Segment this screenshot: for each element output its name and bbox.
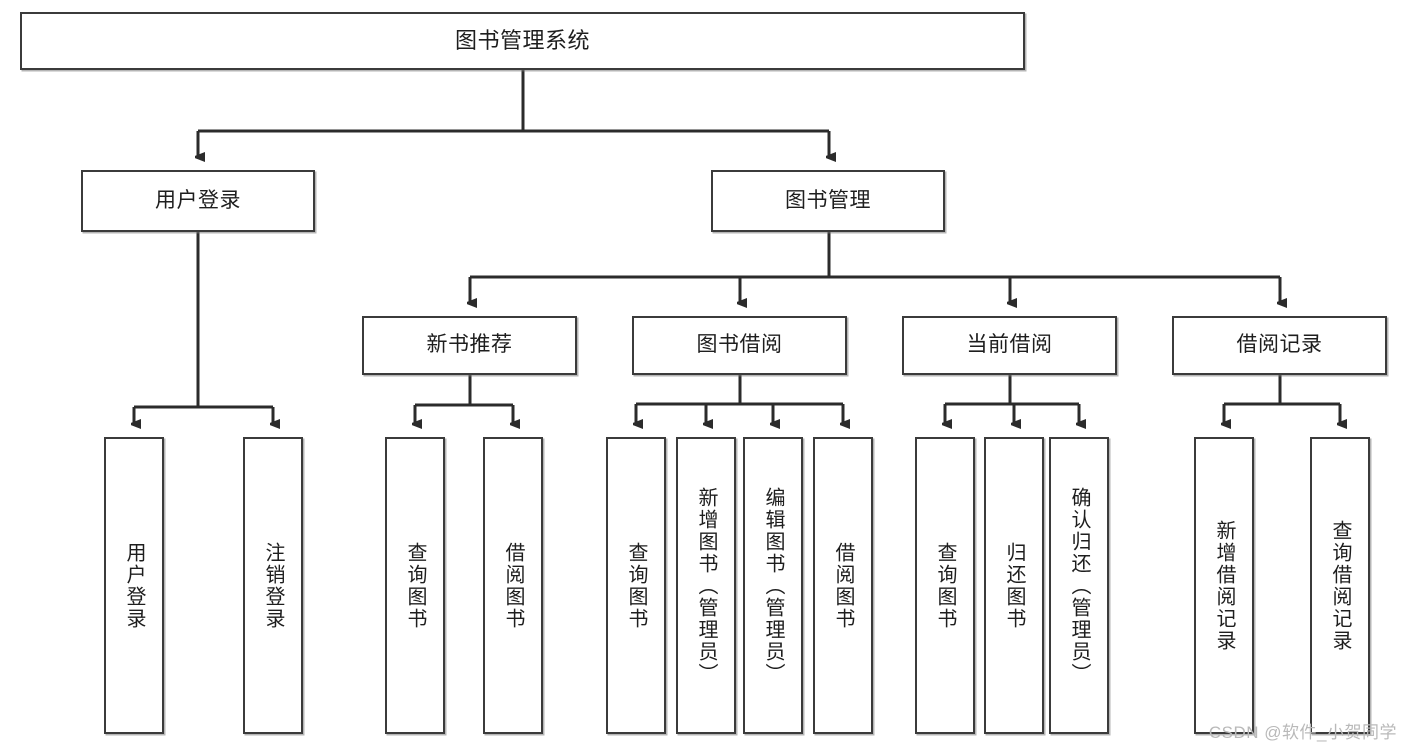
node-label: 借阅记录 xyxy=(1236,333,1323,357)
node-label: 用户登录 xyxy=(123,541,145,630)
node-label: 查询借阅记录 xyxy=(1329,519,1351,652)
node-borrow-records[interactable]: 借阅记录 xyxy=(1172,316,1387,375)
node-label: 图书管理 xyxy=(785,188,871,212)
node-label: 图书借阅 xyxy=(696,333,783,357)
leaf-borrow-add-book[interactable]: 新增图书（管理员） xyxy=(676,437,736,734)
node-book-management[interactable]: 图书管理 xyxy=(711,170,945,232)
node-current-borrow[interactable]: 当前借阅 xyxy=(902,316,1117,375)
leaf-current-query-book[interactable]: 查询图书 xyxy=(915,437,975,734)
leaf-user-login-signout[interactable]: 注销登录 xyxy=(243,437,303,734)
leaf-current-confirm-return[interactable]: 确认归还（管理员） xyxy=(1049,437,1109,734)
node-label: 借阅图书 xyxy=(832,541,854,630)
node-label: 图书管理系统 xyxy=(454,28,590,54)
node-label: 查询图书 xyxy=(404,541,426,630)
leaf-user-login-signin[interactable]: 用户登录 xyxy=(104,437,164,734)
leaf-borrow-query-book[interactable]: 查询图书 xyxy=(606,437,666,734)
node-new-book-recommend[interactable]: 新书推荐 xyxy=(362,316,577,375)
node-root-system[interactable]: 图书管理系统 xyxy=(20,12,1025,70)
leaf-new-book-query[interactable]: 查询图书 xyxy=(385,437,445,734)
leaf-records-add-record[interactable]: 新增借阅记录 xyxy=(1194,437,1254,734)
node-label: 注销登录 xyxy=(262,541,284,630)
leaf-borrow-borrow-book[interactable]: 借阅图书 xyxy=(813,437,873,734)
leaf-new-book-borrow[interactable]: 借阅图书 xyxy=(483,437,543,734)
node-label: 当前借阅 xyxy=(966,333,1053,357)
leaf-borrow-edit-book[interactable]: 编辑图书（管理员） xyxy=(743,437,803,734)
node-label: 新书推荐 xyxy=(426,333,513,357)
node-label: 归还图书 xyxy=(1003,541,1025,630)
node-label: 查询图书 xyxy=(934,541,956,630)
leaf-current-return-book[interactable]: 归还图书 xyxy=(984,437,1044,734)
node-label: 新增借阅记录 xyxy=(1213,519,1235,652)
node-label: 编辑图书（管理员） xyxy=(762,486,784,685)
csdn-watermark: CSDN @软件_小贺同学 xyxy=(1208,723,1397,742)
node-label: 确认归还（管理员） xyxy=(1068,486,1090,685)
node-book-borrow[interactable]: 图书借阅 xyxy=(632,316,847,375)
node-label: 用户登录 xyxy=(155,188,241,212)
leaf-records-query-record[interactable]: 查询借阅记录 xyxy=(1310,437,1370,734)
node-user-login[interactable]: 用户登录 xyxy=(81,170,315,232)
node-label: 新增图书（管理员） xyxy=(695,486,717,685)
node-label: 借阅图书 xyxy=(502,541,524,630)
node-label: 查询图书 xyxy=(625,541,647,630)
